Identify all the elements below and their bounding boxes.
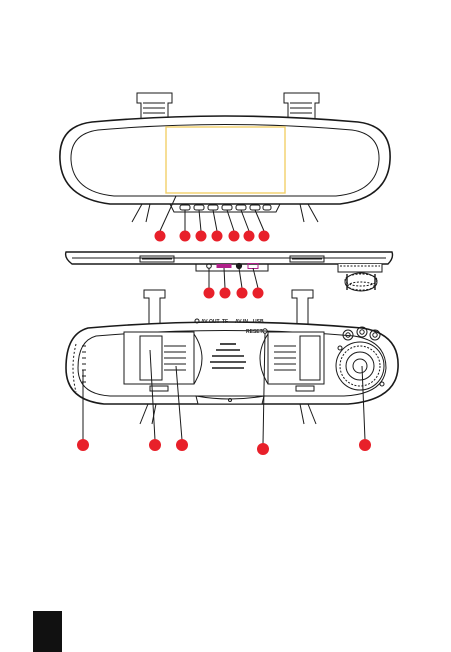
callout-marker [155,231,166,242]
top-callouts [204,288,264,299]
front-buttons [180,205,271,210]
label-av-in: AV-IN [235,319,248,325]
callout-marker [204,288,215,299]
callout-marker [212,231,223,242]
rear-callouts [77,439,371,455]
rear-camera-lens [336,327,384,390]
callout-marker [237,288,248,299]
callout-marker [253,288,264,299]
tf-slot [217,265,231,268]
callout-marker [257,443,269,455]
top-lens-knob [338,264,382,291]
label-tf: TF [222,319,228,325]
callout-marker [229,231,240,242]
front-callouts [155,231,270,242]
rear-clip-holder-left [124,332,202,384]
rear-clip-holder-right [260,332,324,384]
callout-marker [244,231,255,242]
callout-marker [77,439,89,451]
front-mount-clip-left [137,93,172,120]
top-view [66,252,393,291]
callout-marker [359,439,371,451]
label-reset: RESET [246,329,263,335]
callout-marker [176,439,188,451]
rear-view [66,290,398,444]
front-mount-clip-right [284,93,319,120]
front-view [60,93,390,231]
callout-marker [259,231,270,242]
callout-marker [196,231,207,242]
page-edge-tab [33,611,62,652]
callout-marker [220,288,231,299]
av-in-port [236,263,241,268]
callout-marker [149,439,161,451]
callout-marker [180,231,191,242]
label-usb: USB [253,319,264,325]
label-av-out: AV-OUT [201,319,220,325]
